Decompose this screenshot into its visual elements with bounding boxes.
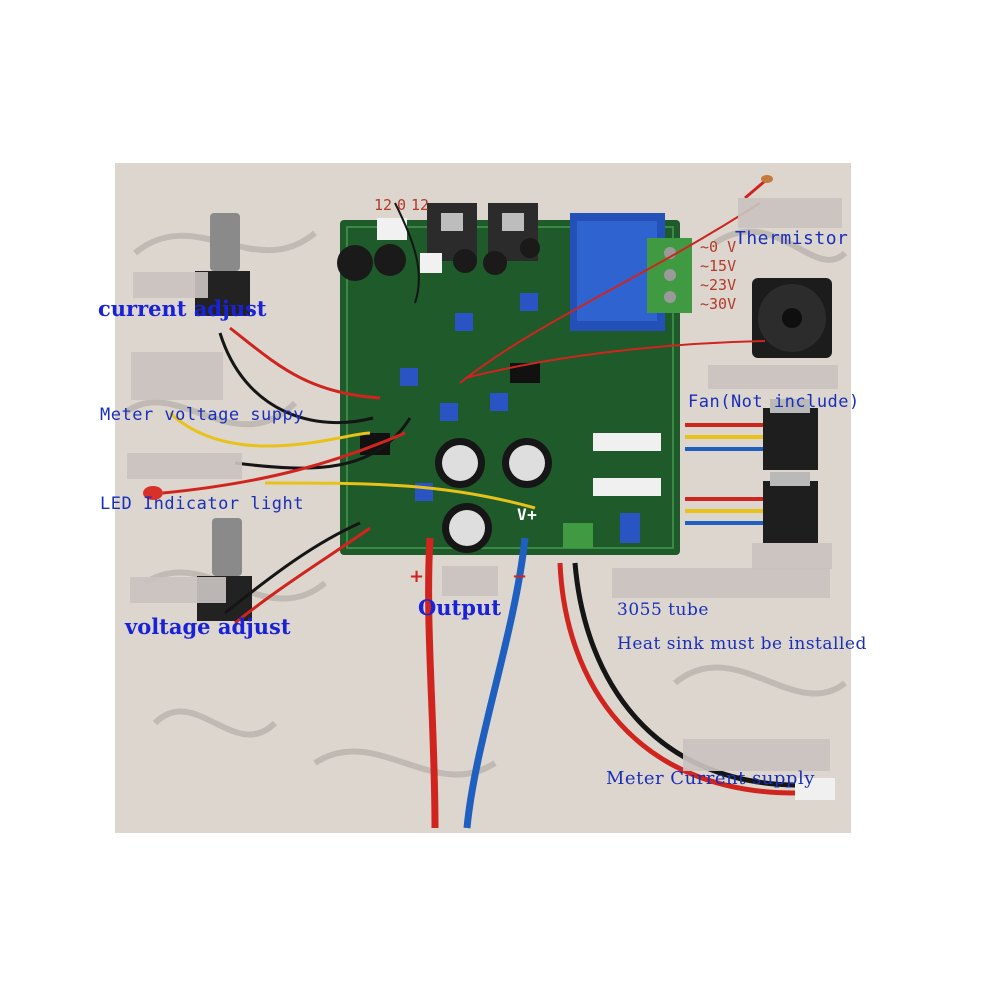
obscured-region xyxy=(127,453,242,479)
tube-label: 3055 tube xyxy=(617,600,709,620)
pcb-photo xyxy=(115,163,851,833)
voltage-tap-label: ~23V xyxy=(700,276,737,294)
obscured-region xyxy=(683,739,830,771)
obscured-region xyxy=(738,198,842,228)
obscured-region xyxy=(612,568,830,598)
current-adjust-label: current adjust xyxy=(98,296,267,321)
pcb-illustration xyxy=(123,175,848,829)
thermistor-label: Thermistor xyxy=(735,228,849,249)
input-terminal-label: 12 xyxy=(411,196,430,214)
obscured-region xyxy=(752,543,832,569)
obscured-region xyxy=(131,352,223,400)
output-minus-sign: − xyxy=(512,566,528,587)
heat-sink-note: Heat sink must be installed xyxy=(617,634,867,654)
output-plus-sign: + xyxy=(409,566,425,587)
meter-current-supply-label: Meter Current supply xyxy=(606,768,815,789)
fan-label: Fan(Not include) xyxy=(688,392,860,412)
output-label: Output xyxy=(418,595,501,620)
input-terminal-label: 0 xyxy=(397,196,407,214)
meter-voltage-supply-label: Meter voltage suppy xyxy=(100,405,304,425)
voltage-tap-label: ~0 V xyxy=(700,238,737,256)
voltage-adjust-label: voltage adjust xyxy=(125,614,291,639)
obscured-region xyxy=(708,365,838,389)
obscured-region xyxy=(130,577,226,603)
obscured-region xyxy=(133,272,208,298)
voltage-tap-label: ~30V xyxy=(700,295,737,313)
vplus-label: V+ xyxy=(517,505,538,524)
input-terminal-label: 12 xyxy=(374,196,393,214)
led-indicator-label: LED Indicator light xyxy=(100,494,304,514)
obscured-region xyxy=(442,566,498,596)
voltage-tap-label: ~15V xyxy=(700,257,737,275)
